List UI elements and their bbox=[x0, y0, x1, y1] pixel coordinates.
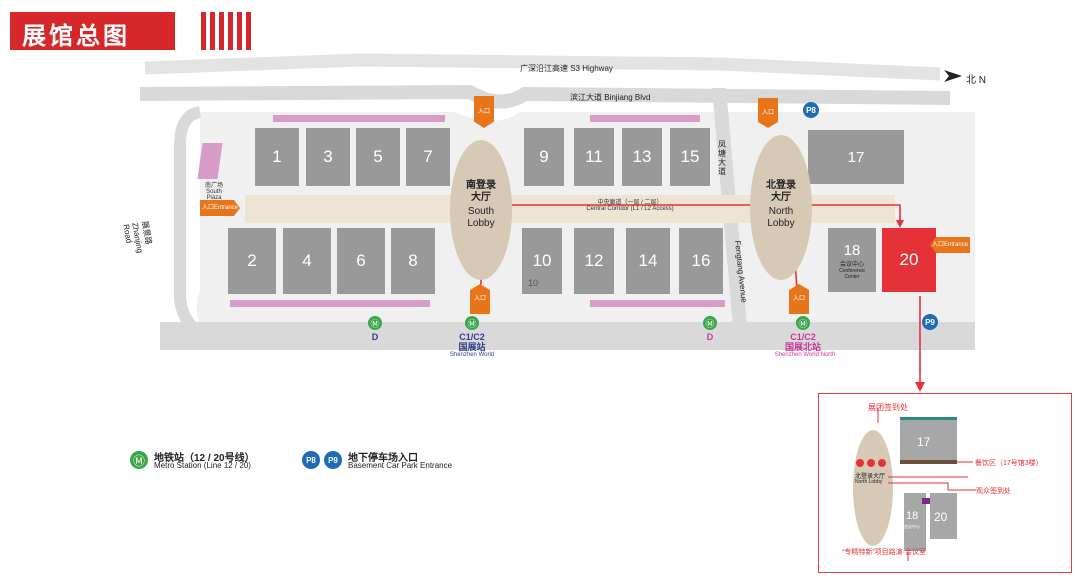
hall-18-number: 18 bbox=[843, 242, 861, 259]
inset-lobby-en: North Lobby bbox=[855, 479, 883, 485]
hall-2[interactable]: 2 bbox=[228, 228, 276, 294]
hall-10[interactable]: 10 bbox=[522, 228, 562, 294]
title-bar bbox=[246, 12, 251, 50]
south-lobby-cn: 南登录大厅 bbox=[466, 180, 496, 203]
metro-icon[interactable]: Ⓜ bbox=[465, 316, 479, 330]
metro-icon[interactable]: Ⓜ bbox=[368, 316, 382, 330]
highway-label: 广深沿江高速 S3 Highway bbox=[520, 64, 613, 73]
hall-9[interactable]: 9 bbox=[524, 128, 564, 186]
inset-hall-20: 20 bbox=[934, 510, 948, 524]
page-title: 展馆总图 bbox=[22, 23, 130, 50]
hall-20[interactable]: 20 bbox=[882, 228, 936, 292]
hall-17[interactable]: 17 bbox=[808, 130, 904, 184]
title-bar bbox=[237, 12, 242, 50]
hall-18-en2: Center bbox=[844, 274, 860, 280]
hall-5[interactable]: 5 bbox=[356, 128, 400, 186]
legend-park-cn: 地下停车场入口 bbox=[348, 453, 418, 464]
station-d-north-label: D bbox=[706, 332, 714, 342]
binjiang-label: 滨江大道 Binjiang Blvd bbox=[570, 93, 651, 102]
inset-lobby-cn: 北登录大厅 bbox=[855, 474, 886, 480]
title-bar bbox=[219, 12, 224, 50]
title-banner bbox=[10, 12, 175, 50]
hall-13[interactable]: 13 bbox=[622, 128, 662, 186]
station-c1c2-en: Shenzhen World bbox=[449, 352, 495, 358]
legend-metro-icon: Ⓜ bbox=[130, 451, 148, 469]
parking-strip bbox=[590, 300, 725, 307]
parking-p9-icon[interactable]: P9 bbox=[922, 314, 938, 330]
hall-6[interactable]: 6 bbox=[337, 228, 385, 294]
south-lobby-north-entrance[interactable]: 入口 bbox=[474, 96, 494, 128]
parking-strip bbox=[273, 115, 445, 122]
inset-map bbox=[853, 408, 976, 561]
parking-strip bbox=[230, 300, 430, 307]
hall-1[interactable]: 1 bbox=[255, 128, 299, 186]
north-arrow-icon bbox=[944, 70, 962, 82]
hall-7[interactable]: 7 bbox=[406, 128, 450, 186]
legend-p9-icon: P9 bbox=[324, 451, 342, 469]
inset-hall-18: 18 bbox=[906, 510, 919, 522]
hall-18-en1: Conference bbox=[839, 268, 865, 274]
hall-14[interactable]: 14 bbox=[626, 228, 670, 294]
corridor-label: 中央廊道（一层 / 二层）Central Corridor (L1 / L2 A… bbox=[586, 200, 674, 212]
inset-visitor-checkin: 观众签到处 bbox=[976, 488, 1011, 495]
fengtang-cn-label: 凤塘大道 bbox=[718, 140, 726, 176]
station-c1c2-north-label: C1/C2 bbox=[790, 332, 816, 342]
compass-label: 北 N bbox=[966, 75, 986, 86]
parking-p8-icon[interactable]: P8 bbox=[803, 102, 819, 118]
legend-park-en: Basement Car Park Entrance bbox=[348, 461, 453, 470]
hall-10-sublabel: 10 bbox=[528, 278, 539, 288]
metro-icon[interactable]: Ⓜ bbox=[796, 316, 810, 330]
inset-dining: 餐饮区（17号馆3楼） bbox=[975, 460, 1043, 467]
metro-icon[interactable]: Ⓜ bbox=[703, 316, 717, 330]
north-lobby-south-entrance[interactable]: 入口 bbox=[789, 284, 809, 314]
parking-strip bbox=[590, 115, 700, 122]
hall-8[interactable]: 8 bbox=[391, 228, 435, 294]
inset-hall-18-sub: 会议中心 bbox=[904, 524, 920, 529]
north-lobby-north-entrance[interactable]: 入口 bbox=[758, 98, 778, 128]
inset-roadshow: “专精特新”项目路演·会议室 bbox=[842, 549, 926, 556]
south-lobby-south-entrance[interactable]: 入口 bbox=[470, 284, 490, 314]
hall-15[interactable]: 15 bbox=[670, 128, 710, 186]
inset-hall-17: 17 bbox=[917, 435, 931, 449]
hall-4[interactable]: 4 bbox=[283, 228, 331, 294]
north-lobby-cn: 北登录大厅 bbox=[766, 180, 796, 203]
hall-12[interactable]: 12 bbox=[574, 228, 614, 294]
hall-11[interactable]: 11 bbox=[574, 128, 614, 186]
legend-metro-cn: 地铁站（12 / 20号线） bbox=[154, 453, 255, 464]
south-lobby[interactable] bbox=[450, 140, 512, 280]
hall-3[interactable]: 3 bbox=[306, 128, 350, 186]
station-d-south-label: D bbox=[371, 332, 379, 342]
title-bar bbox=[210, 12, 215, 50]
station-c1c2-label: C1/C2 bbox=[459, 332, 485, 342]
title-bar bbox=[228, 12, 233, 50]
legend-metro-en: Metro Station (Line 12 / 20) bbox=[154, 461, 251, 470]
north-lobby[interactable] bbox=[750, 135, 812, 280]
title-bar bbox=[201, 12, 206, 50]
hall-18-cn: 会议中心 bbox=[839, 262, 864, 268]
hall-16[interactable]: 16 bbox=[679, 228, 723, 294]
station-c1c2-cn: 国展站 bbox=[458, 342, 486, 352]
hall-18[interactable]: 18 会议中心 Conference Center bbox=[828, 228, 876, 292]
station-c1c2-north-en: Shenzhen World North bbox=[774, 352, 836, 358]
station-c1c2-north-cn: 国展北站 bbox=[784, 342, 821, 352]
legend-p8-icon: P8 bbox=[302, 451, 320, 469]
inset-group-checkin: 展团签到处 bbox=[868, 403, 908, 412]
